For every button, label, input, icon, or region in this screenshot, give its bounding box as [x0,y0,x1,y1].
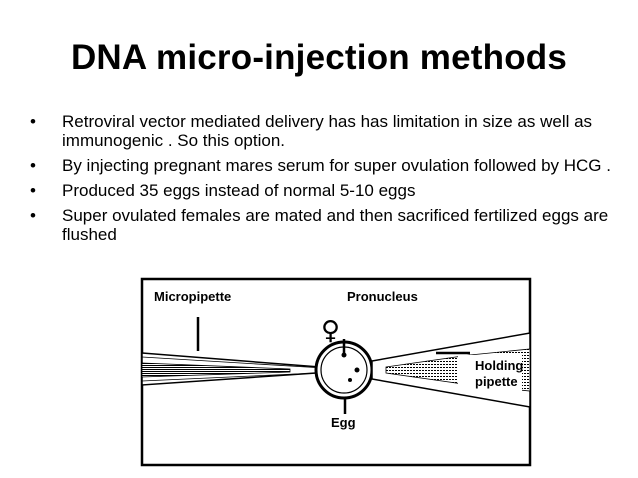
micropipette-label: Micropipette [154,289,231,304]
bullet-marker: • [30,206,36,225]
bullet-list: • Retroviral vector mediated delivery ha… [30,112,615,250]
holding-label-line2: pipette [475,374,518,389]
holding-label-line1: Holding [475,358,523,373]
egg-label: Egg [331,415,356,430]
pronucleus-dot [348,378,352,382]
bullet-marker: • [30,112,36,131]
bullet-item: • By injecting pregnant mares serum for … [30,156,615,175]
bullet-marker: • [30,156,36,175]
bullet-item: • Retroviral vector mediated delivery ha… [30,112,615,150]
bullet-text: Super ovulated females are mated and the… [62,206,609,244]
bullet-item: • Produced 35 eggs instead of normal 5-1… [30,181,615,200]
bullet-text: Retroviral vector mediated delivery has … [62,112,593,150]
egg [314,339,374,400]
bullet-text: Produced 35 eggs instead of normal 5-10 … [62,181,416,200]
diagram-svg: Micropipette Pronucleus ♀ [140,277,532,467]
bullet-marker: • [30,181,36,200]
slide-title: DNA micro-injection methods [70,38,568,77]
pronucleus-label: Pronucleus [347,289,418,304]
female-symbol: ♀ [321,316,340,346]
microinjection-diagram: Micropipette Pronucleus ♀ [140,277,535,469]
bullet-item: • Super ovulated females are mated and t… [30,206,615,244]
bullet-text: By injecting pregnant mares serum for su… [62,156,611,175]
holding-label-bg [458,355,522,391]
pronucleus-dot [354,367,360,373]
